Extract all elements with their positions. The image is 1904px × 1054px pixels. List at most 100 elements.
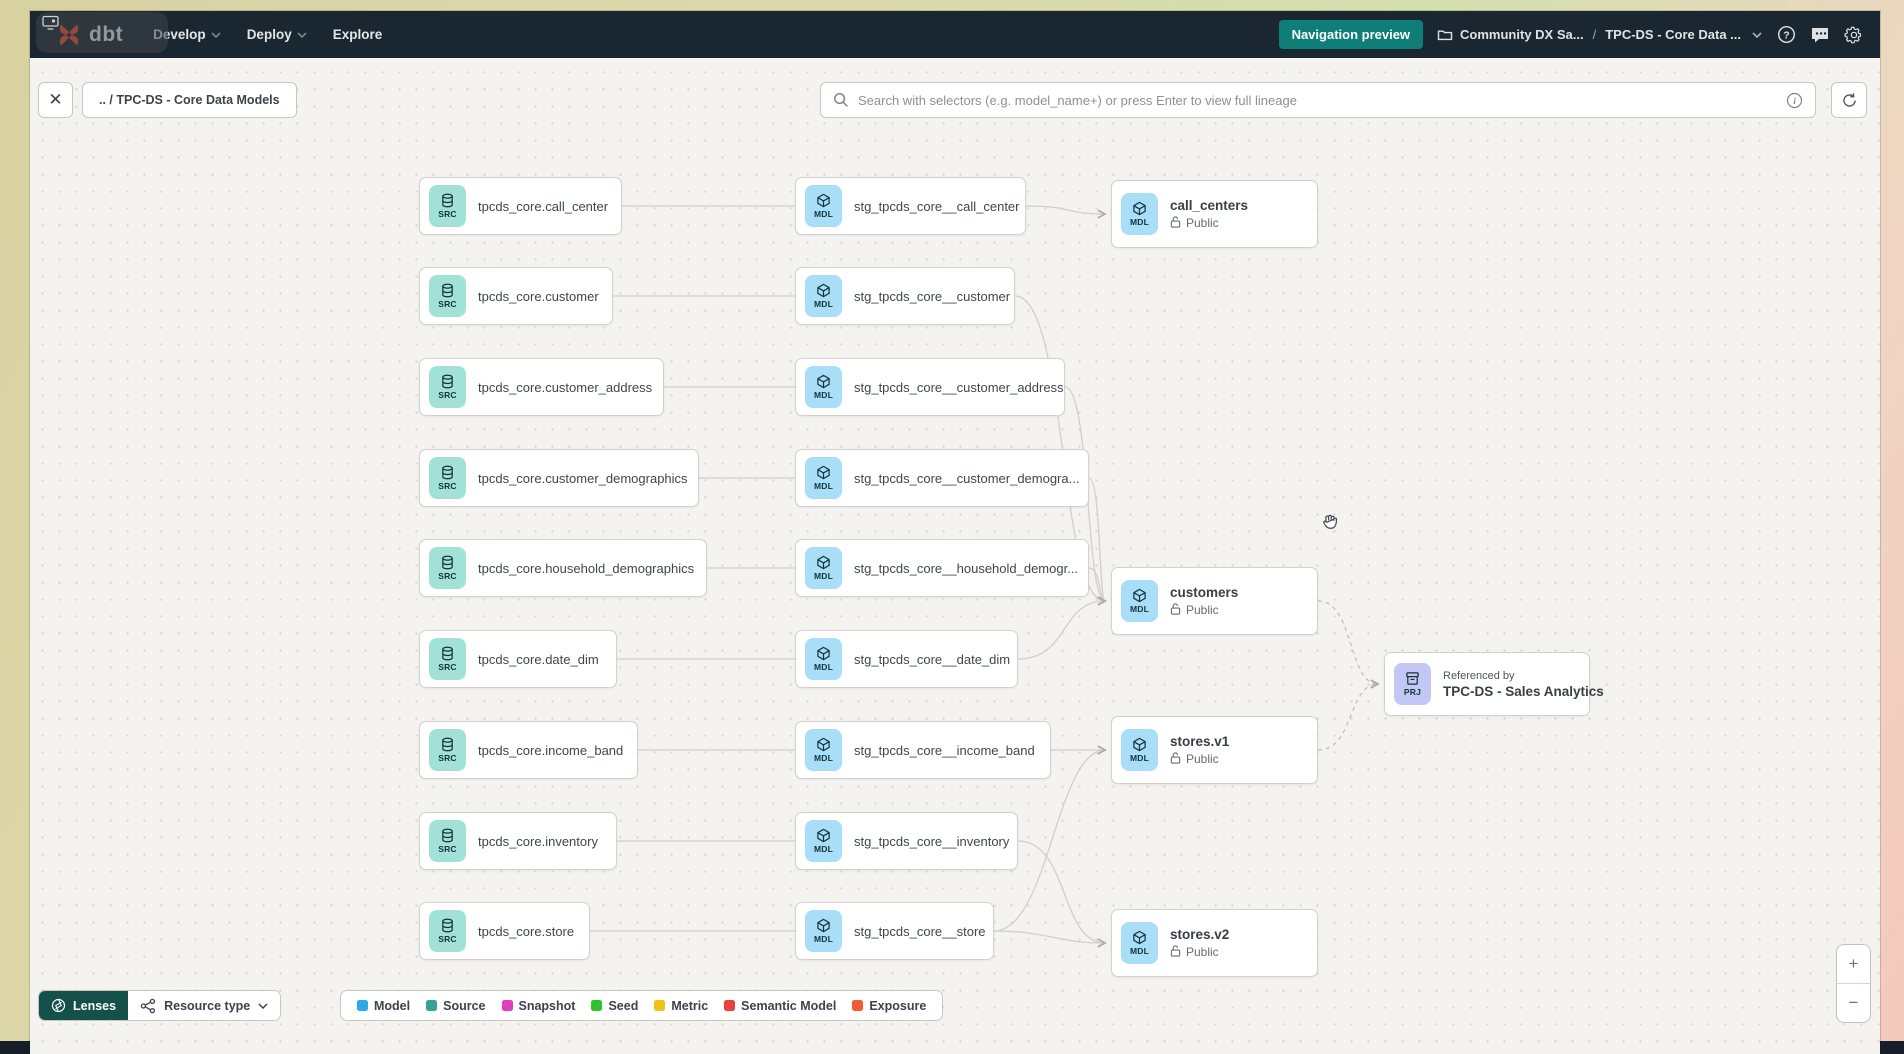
zoom-controls: + − [1836, 944, 1871, 1023]
lineage-search[interactable]: i [820, 82, 1816, 118]
feedback-icon[interactable] [1810, 25, 1830, 45]
node-label: TPC-DS - Sales Analytics [1443, 683, 1604, 699]
model-badge-icon: MDL [805, 910, 842, 952]
model-badge-icon: MDL [805, 185, 842, 227]
node-label: tpcds_core.customer_demographics [478, 470, 688, 486]
svg-text:?: ? [1783, 30, 1789, 41]
node-label: tpcds_core.call_center [478, 198, 609, 214]
node-label: tpcds_core.inventory [478, 833, 598, 849]
model-badge-icon: MDL [1121, 729, 1158, 771]
model-badge-icon: MDL [805, 820, 842, 862]
zoom-divider [1837, 983, 1870, 984]
model-badge-icon: MDL [805, 638, 842, 680]
model-badge-icon: MDL [805, 729, 842, 771]
graph-node-tpcds-core.inventory[interactable]: SRC tpcds_core.inventory [419, 812, 617, 870]
legend-swatch [724, 1000, 736, 1011]
folder-icon [1437, 30, 1453, 40]
graph-node-stg-tpcds-core-inventory[interactable]: MDL stg_tpcds_core__inventory [795, 812, 1018, 870]
graph-node-stg-tpcds-core-customer-address[interactable]: MDL stg_tpcds_core__customer_address [795, 358, 1065, 416]
zoom-out-button[interactable]: − [1848, 993, 1859, 1012]
chevron-down-icon [211, 31, 221, 38]
lineage-canvas[interactable]: ✕ .. / TPC-DS - Core Data Models i SRCtp… [30, 58, 1880, 1054]
source-badge-icon: SRC [429, 457, 466, 499]
node-access: Public [1170, 944, 1229, 960]
edge-t1-m1 [1025, 205, 1105, 214]
edge-t5-m2 [1088, 567, 1105, 601]
legend-item-model: Model [357, 999, 410, 1013]
screen-share-icon [42, 15, 59, 30]
node-label: tpcds_core.customer [478, 288, 599, 304]
nav-explore[interactable]: Explore [332, 27, 383, 42]
project-badge-icon: PRJ [1394, 663, 1431, 705]
node-label: stg_tpcds_core__customer_address [854, 379, 1064, 395]
lineage-path-chip[interactable]: .. / TPC-DS - Core Data Models [82, 82, 297, 118]
legend-swatch [591, 1000, 603, 1011]
nav-deploy[interactable]: Deploy [247, 27, 307, 42]
help-icon[interactable]: ? [1776, 25, 1796, 45]
model-badge-icon: MDL [805, 547, 842, 589]
close-icon: ✕ [48, 90, 63, 109]
zoom-in-button[interactable]: + [1848, 954, 1859, 973]
model-badge-icon: MDL [805, 457, 842, 499]
breadcrumb-environment[interactable]: TPC-DS - Core Data ... [1605, 27, 1741, 42]
breadcrumb-separator: / [1592, 27, 1597, 42]
node-label: stg_tpcds_core__inventory [854, 833, 1010, 849]
graph-node-tpcds-core.customer[interactable]: SRC tpcds_core.customer [419, 267, 613, 325]
info-icon[interactable]: i [1786, 92, 1803, 109]
legend-item-metric: Metric [654, 999, 708, 1013]
legend-item-seed: Seed [591, 999, 638, 1013]
graph-node-tpcds-core.customer-demographics[interactable]: SRC tpcds_core.customer_demographics [419, 449, 699, 507]
breadcrumb: Community DX Sa... / TPC-DS - Core Data … [1437, 27, 1762, 42]
edge-t9-m4 [993, 930, 1105, 943]
legend-swatch [501, 1000, 513, 1011]
graph-node-stg-tpcds-core-income-band[interactable]: MDL stg_tpcds_core__income_band [795, 721, 1051, 779]
legend-swatch [654, 1000, 666, 1011]
node-label: tpcds_core.date_dim [478, 651, 599, 667]
node-label: tpcds_core.customer_address [478, 379, 653, 395]
lenses-icon [51, 998, 66, 1013]
search-icon [834, 93, 848, 107]
model-badge-icon: MDL [1121, 193, 1158, 235]
node-label: stg_tpcds_core__income_band [854, 742, 1035, 758]
legend-swatch [426, 1000, 438, 1011]
refresh-lineage-button[interactable] [1831, 82, 1867, 118]
source-badge-icon: SRC [429, 275, 466, 317]
model-badge-icon: MDL [1121, 922, 1158, 964]
source-badge-icon: SRC [429, 729, 466, 771]
node-label: stores.v1 [1170, 733, 1230, 749]
legend-item-semantic-model: Semantic Model [724, 999, 836, 1013]
node-label: tpcds_core.income_band [478, 742, 624, 758]
navigation-preview-button[interactable]: Navigation preview [1278, 20, 1424, 49]
node-label: tpcds_core.household_demographics [478, 560, 695, 576]
graph-node-tpcds-core.income-band[interactable]: SRC tpcds_core.income_band [419, 721, 638, 779]
breadcrumb-project[interactable]: Community DX Sa... [1460, 27, 1584, 42]
search-input[interactable] [858, 92, 1777, 108]
unlock-icon [1170, 751, 1181, 767]
close-lineage-button[interactable]: ✕ [38, 82, 73, 118]
edge-t8-m4 [1017, 840, 1105, 943]
chevron-down-icon[interactable] [1752, 31, 1762, 38]
resource-type-button[interactable]: Resource type [128, 991, 281, 1020]
model-badge-icon: MDL [805, 366, 842, 408]
settings-gear-icon[interactable] [1844, 25, 1864, 45]
lenses-button[interactable]: Lenses [39, 991, 129, 1020]
app-window: dbt Develop Deploy Explore Navigation pr… [30, 11, 1880, 1054]
source-badge-icon: SRC [429, 820, 466, 862]
